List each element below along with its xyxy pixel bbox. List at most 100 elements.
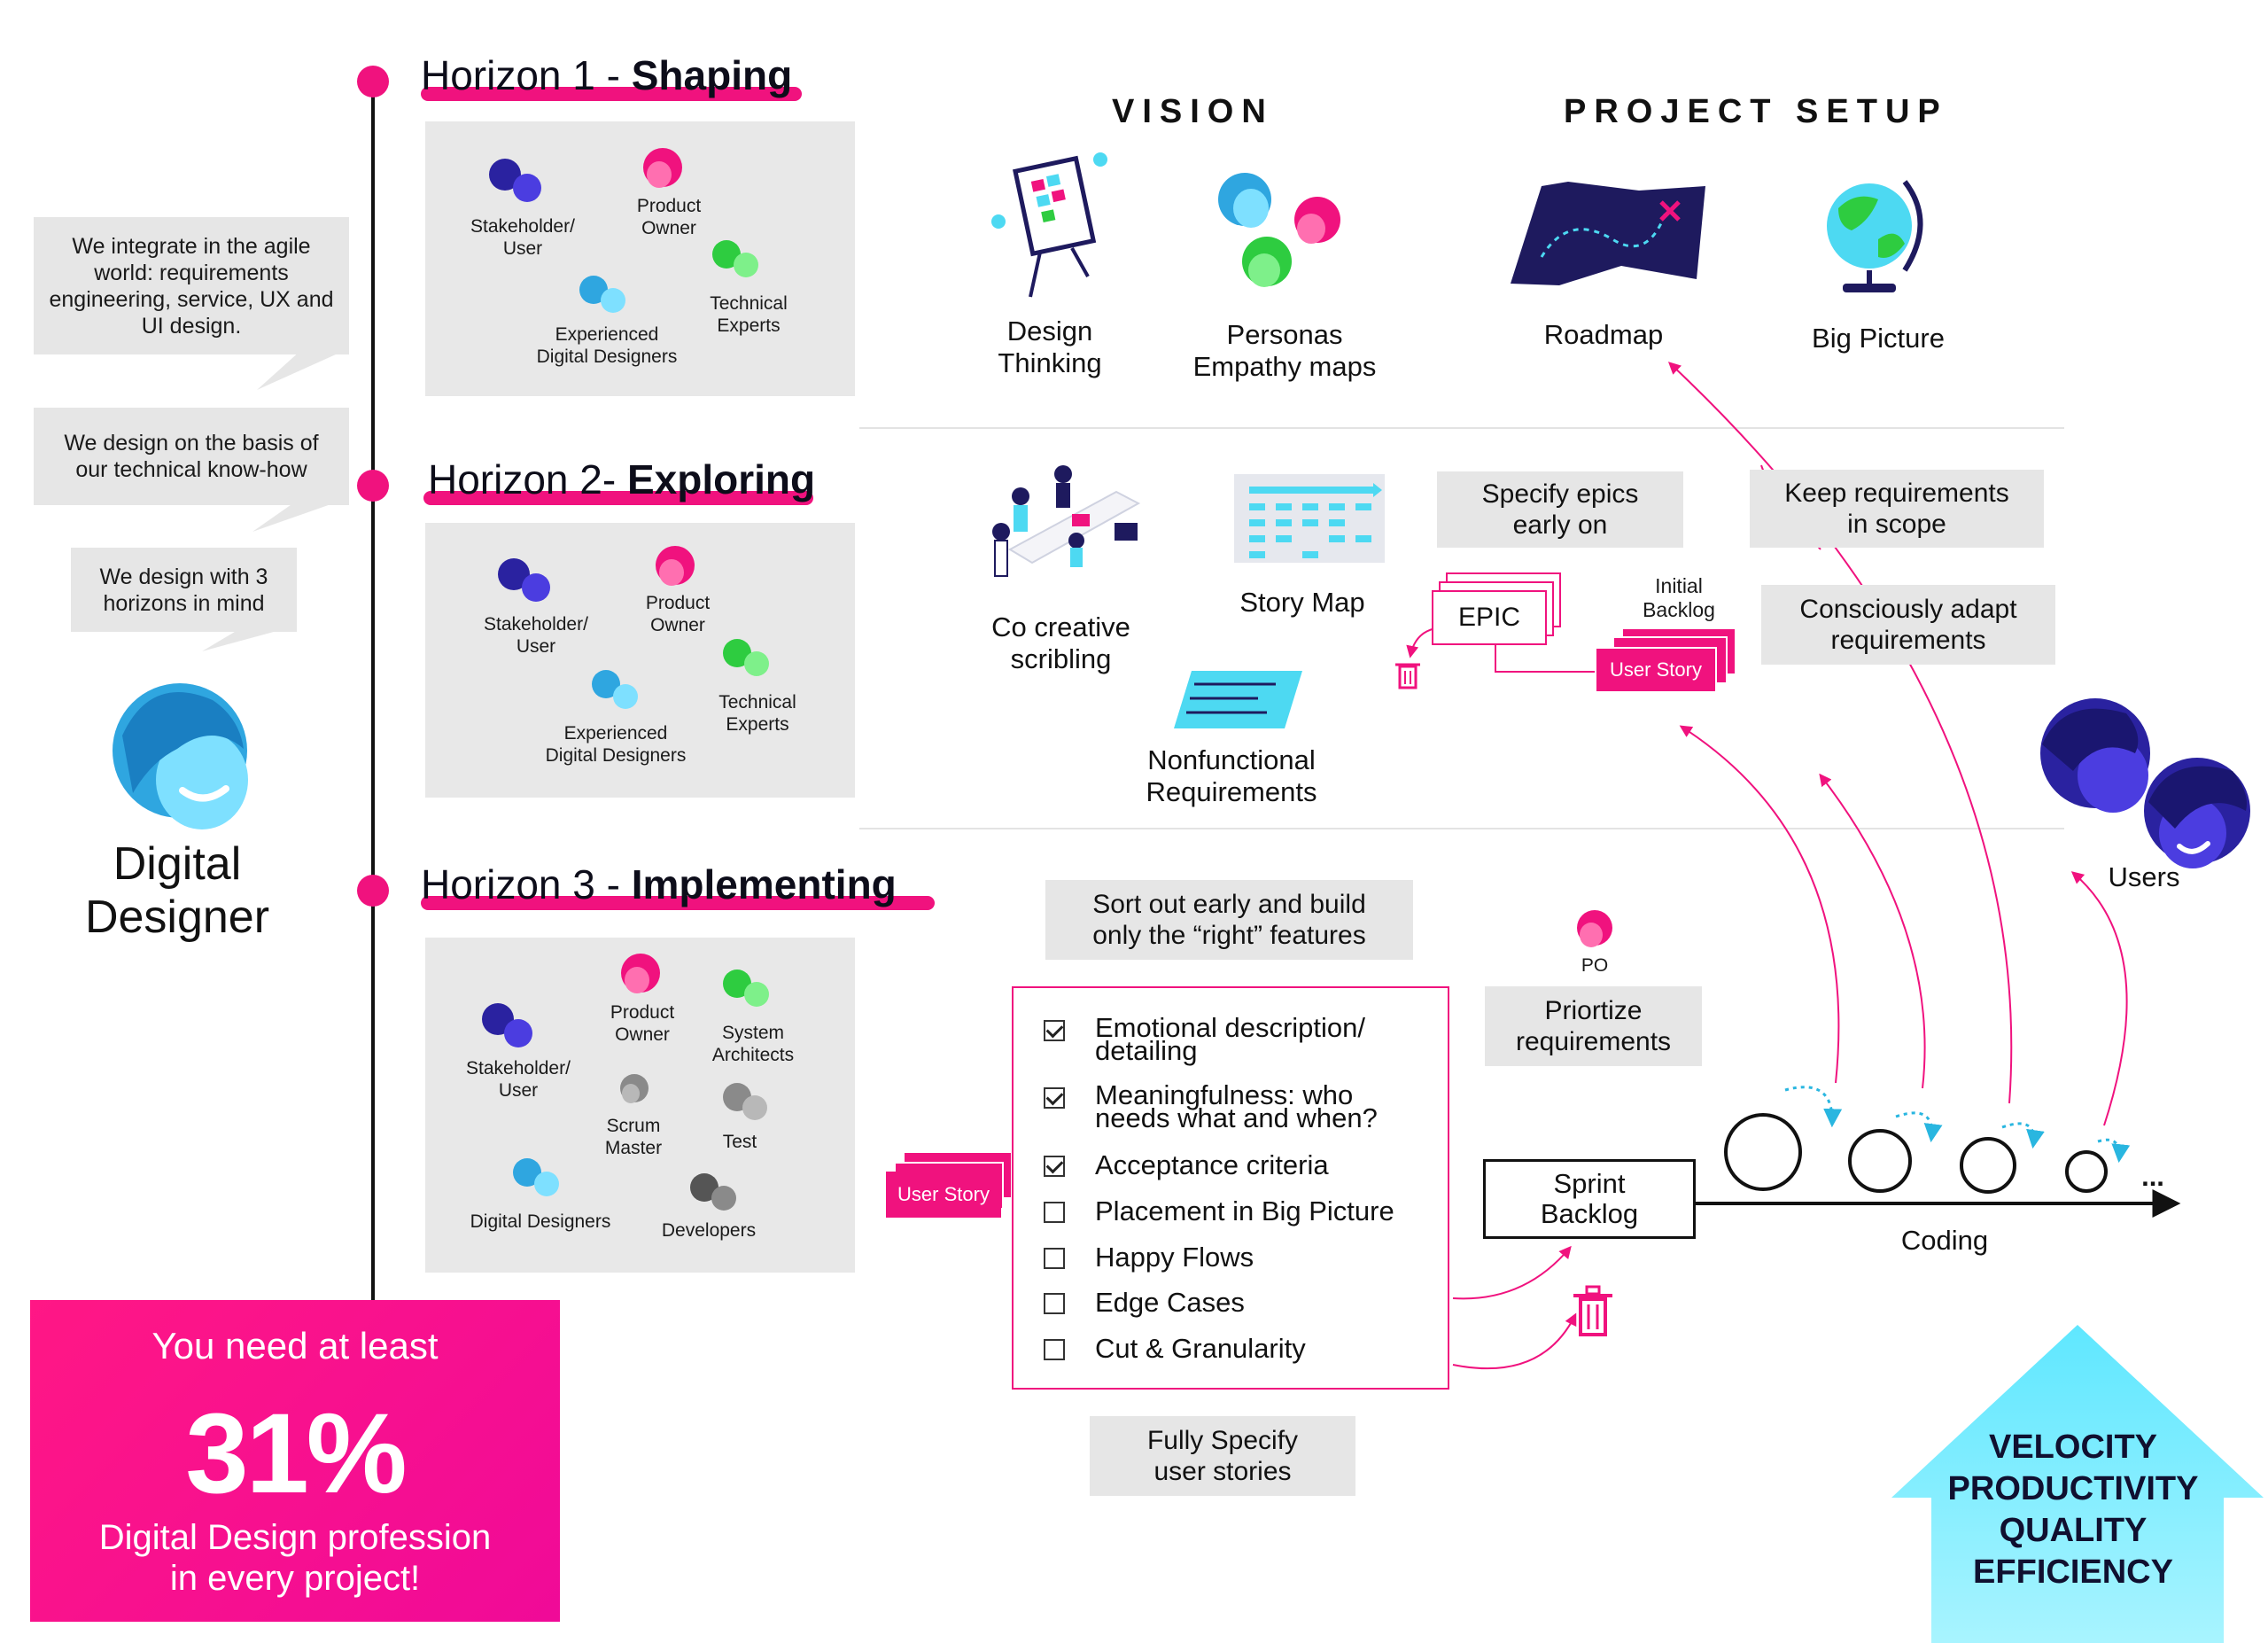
user-story-checklist: Emotional description/ detailing Meaning…	[1012, 986, 1449, 1390]
checklist-item-3[interactable]: Acceptance criteria	[1044, 1151, 1329, 1179]
h2-stakeholder-label: Stakeholder/ User	[484, 614, 588, 657]
sort-out-note: Sort out early and build only the “right…	[1045, 880, 1413, 960]
feedback-arrow-1	[1679, 725, 1840, 1084]
timeline-dot-1	[357, 66, 389, 97]
horizon-3-number: Horizon 3 -	[421, 861, 632, 907]
initial-backlog-label: Initial Backlog	[1643, 574, 1715, 621]
checkbox-checked-icon[interactable]	[1044, 1020, 1065, 1041]
users-icon	[2040, 698, 2250, 868]
bubble-tail-3	[202, 629, 284, 651]
po-avatar-icon	[1577, 910, 1612, 947]
trash-icon-2	[1573, 1285, 1612, 1336]
iteration-arrow-2	[1895, 1111, 1943, 1143]
big-picture-icon	[1827, 180, 1923, 292]
scrum-master-icon	[620, 1074, 649, 1103]
checkbox-checked-icon[interactable]	[1044, 1087, 1065, 1109]
bubble-agile: We integrate in the agile world: require…	[34, 217, 349, 354]
h3-scrum-label: Scrum Master	[604, 1116, 663, 1158]
checklist-label-4: Placement in Big Picture	[1095, 1195, 1394, 1226]
outcome-productivity: PRODUCTIVITY	[1947, 1470, 2199, 1507]
epic-card: EPIC	[1432, 590, 1547, 645]
checklist-item-6[interactable]: Edge Cases	[1044, 1289, 1245, 1316]
trash-icon	[1395, 663, 1420, 689]
horizon-2-role-icons	[498, 546, 769, 709]
feedback-arrow-2	[1819, 773, 1926, 1089]
story-map-icon	[1234, 474, 1385, 563]
coding-ellipsis: ...	[2141, 1161, 2164, 1192]
digital-designers-icon-3	[513, 1158, 559, 1196]
h2-tech-label: Technical Experts	[718, 692, 796, 735]
consciously-adapt-note: Consciously adapt requirements	[1761, 585, 2055, 665]
users-label: Users	[2108, 861, 2180, 892]
checklist-item-7[interactable]: Cut & Granularity	[1044, 1335, 1306, 1362]
checklist-user-story: User Story	[886, 1172, 1001, 1218]
co-creative-label: Co creative scribling	[991, 611, 1130, 674]
checkbox-icon[interactable]	[1044, 1248, 1065, 1269]
nonfunctional-label: Nonfunctional Requirements	[1146, 744, 1317, 807]
checklist-to-sprint-arrow	[1452, 1245, 1572, 1300]
nonfunctional-icon	[1174, 671, 1302, 728]
checkbox-icon[interactable]	[1044, 1293, 1065, 1314]
checkbox-icon[interactable]	[1044, 1202, 1065, 1223]
bubble-horizons: We design with 3 horizons in mind	[71, 548, 297, 632]
roadmap-label: Roadmap	[1543, 319, 1664, 350]
prioritize-note: Priortize requirements	[1485, 986, 1702, 1066]
promo-box: You need at least 31% Digital Design pro…	[30, 1300, 560, 1622]
checklist-label-5: Happy Flows	[1095, 1242, 1254, 1273]
checklist-item-1[interactable]: Emotional description/ detailing	[1044, 1014, 1365, 1064]
checkbox-checked-icon[interactable]	[1044, 1156, 1065, 1177]
promo-line-1: You need at least	[151, 1325, 439, 1367]
checklist-label-7: Cut & Granularity	[1095, 1333, 1306, 1364]
story-map-label: Story Map	[1239, 587, 1365, 618]
product-owner-icon-2	[656, 546, 695, 586]
horizon-1-number: Horizon 1 -	[421, 52, 632, 98]
digital-designer-label: Digital Designer	[84, 838, 270, 943]
feedback-arrow-4	[2070, 871, 2128, 1126]
keep-requirements-note: Keep requirements in scope	[1750, 470, 2044, 548]
bubble-tail-2	[252, 501, 341, 532]
outcome-text: VELOCITY PRODUCTIVITY QUALITY EFFICIENCY	[1896, 1427, 2250, 1593]
h3-dev-label: Developers	[661, 1220, 757, 1241]
checklist-item-4[interactable]: Placement in Big Picture	[1044, 1195, 1394, 1226]
sprint-circle-2	[1848, 1129, 1912, 1193]
checklist-label-2: Meaningfulness: who needs what and when?	[1095, 1079, 1378, 1133]
h2-po-label: Product Owner	[645, 593, 711, 635]
checklist-item-5[interactable]: Happy Flows	[1044, 1242, 1254, 1273]
h3-sys-label: System Architects	[711, 1023, 795, 1065]
developers-icon	[690, 1173, 736, 1211]
iteration-arrow-4	[2097, 1138, 2131, 1164]
sprint-circle-1	[1724, 1113, 1802, 1191]
po-label: PO	[1581, 955, 1609, 976]
roadmap-icon	[1511, 182, 1705, 285]
checklist-item-2[interactable]: Meaningfulness: who needs what and when?	[1044, 1079, 1378, 1133]
iteration-arrow-3	[2001, 1122, 2045, 1149]
digital-designers-icon	[579, 276, 625, 313]
outcome-velocity: VELOCITY	[1988, 1429, 2158, 1466]
h1-dd-label: Experienced Digital Designers	[536, 324, 678, 367]
checklist-label-6: Edge Cases	[1095, 1287, 1245, 1318]
h3-po-label: Product Owner	[610, 1002, 675, 1045]
h3-test-label: Test	[722, 1132, 757, 1152]
horizon-1-name: Shaping	[631, 52, 793, 98]
horizon-1-title: Horizon 1 - Shaping	[421, 52, 802, 101]
checkbox-icon[interactable]	[1044, 1339, 1065, 1360]
stakeholder-icon-3	[482, 1003, 532, 1047]
designer-avatar-icon	[113, 683, 248, 829]
promo-percent: 31%	[185, 1390, 407, 1517]
h2-dd-label: Experienced Digital Designers	[545, 723, 687, 766]
feedback-arrow-3	[1667, 362, 2013, 1104]
horizon-2-name: Exploring	[626, 456, 816, 502]
vision-header: VISION	[1112, 93, 1274, 130]
horizon-3-name: Implementing	[631, 861, 897, 907]
outcome-arrow-shape	[1891, 1325, 2264, 1643]
big-picture-label: Big Picture	[1812, 323, 1945, 354]
horizon-2-roles-box: Stakeholder/ User Product Owner Technica…	[425, 523, 855, 798]
product-owner-icon-3	[621, 954, 660, 993]
horizon-3-role-icons	[482, 954, 769, 1211]
h3-dd-label: Digital Designers	[470, 1211, 611, 1232]
horizon-1-roles-box: Stakeholder/ User Product Owner Technica…	[425, 121, 855, 396]
epic-to-backlog-connector	[1495, 643, 1604, 673]
bubble-tail-1	[257, 350, 346, 390]
test-icon	[723, 1083, 767, 1120]
